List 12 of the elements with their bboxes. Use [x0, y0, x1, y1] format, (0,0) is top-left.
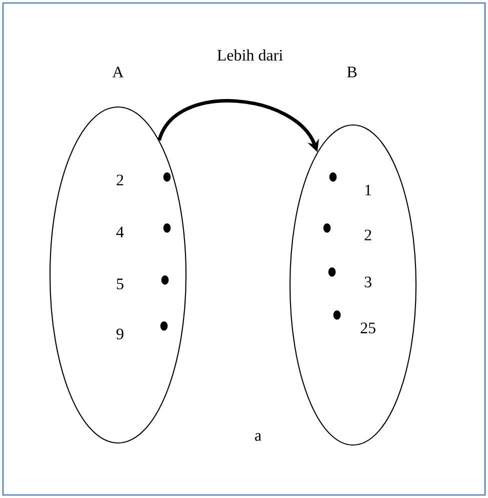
- set-label: B: [347, 66, 357, 78]
- set-label: A: [112, 66, 124, 78]
- element-label: 2: [116, 174, 124, 186]
- element-label: 3: [364, 276, 372, 288]
- element-label: 9: [116, 328, 124, 340]
- edge-label: Lebih dari: [216, 48, 284, 62]
- element-label: 2: [364, 230, 372, 240]
- element-label: 5: [116, 278, 124, 290]
- caption: a: [255, 433, 262, 441]
- element-label: 25: [360, 322, 376, 334]
- element-label: 1: [365, 184, 372, 196]
- element-label: 4: [116, 226, 124, 238]
